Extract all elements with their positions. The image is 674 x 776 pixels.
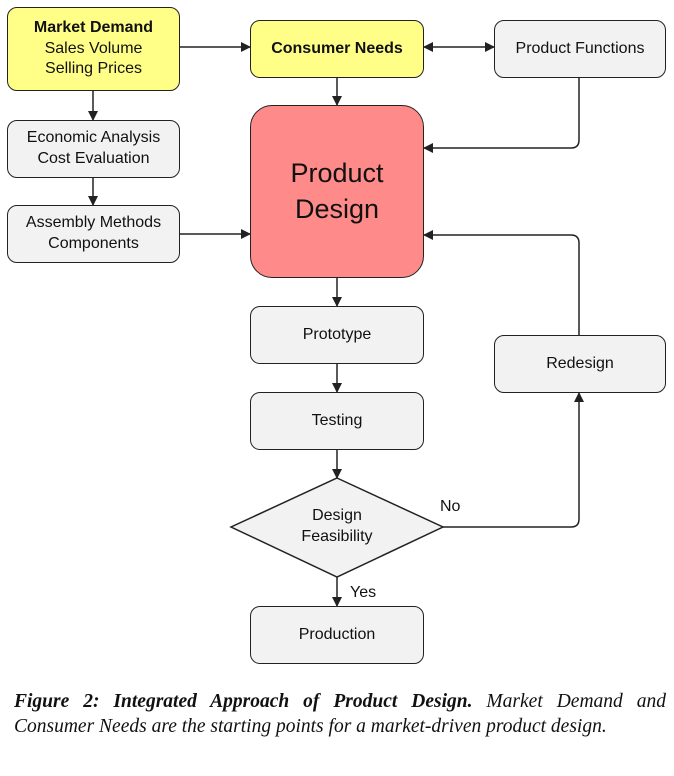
product-design-box: Product Design bbox=[250, 105, 424, 278]
prototype-label: Prototype bbox=[302, 325, 372, 343]
edge-label-yes: Yes bbox=[350, 584, 377, 601]
caption-text: Market Demand and Consumer Needs are the… bbox=[14, 691, 666, 737]
economic-analysis-line1: Economic Analysis bbox=[26, 129, 161, 147]
testing-label: Testing bbox=[311, 411, 363, 429]
edge-label-no: No bbox=[440, 498, 461, 515]
market-demand-title: Market Demand bbox=[33, 18, 154, 36]
caption-bold: Figure 2: Integrated Approach of Product… bbox=[14, 691, 473, 712]
assembly-methods-line2: Components bbox=[48, 235, 139, 252]
product-functions-label: Product Functions bbox=[515, 39, 645, 57]
product-design-line1: Product bbox=[290, 158, 384, 189]
market-demand-line3: Selling Prices bbox=[45, 60, 142, 78]
design-feasibility-diamond bbox=[229, 477, 445, 578]
design-feasibility-text: Design Feasibility bbox=[267, 503, 407, 551]
production-label: Production bbox=[298, 625, 376, 643]
consumer-needs-box: Consumer Needs bbox=[250, 20, 424, 78]
connectors bbox=[88, 42, 584, 607]
economic-analysis-line2: Cost Evaluation bbox=[37, 150, 150, 167]
design-feasibility-line1: Design bbox=[312, 507, 362, 525]
flowchart: Market Demand Sales Volume Selling Price… bbox=[7, 7, 666, 664]
redesign-box: Redesign bbox=[494, 335, 666, 393]
arrow-functions-to-design bbox=[423, 78, 580, 153]
market-demand-line2: Sales Volume bbox=[44, 39, 143, 57]
design-feasibility-line2: Feasibility bbox=[301, 528, 373, 545]
product-functions-box: Product Functions bbox=[494, 20, 666, 78]
figure-caption: Figure 2: Integrated Approach of Product… bbox=[14, 690, 666, 740]
product-design-line2: Design bbox=[294, 193, 380, 224]
economic-analysis-box: Economic Analysis Cost Evaluation bbox=[7, 120, 180, 178]
market-demand-box: Market Demand Sales Volume Selling Price… bbox=[7, 7, 180, 91]
assembly-methods-line1: Assembly Methods bbox=[25, 214, 162, 232]
arrow-redesign-to-design bbox=[423, 230, 580, 335]
production-box: Production bbox=[250, 606, 424, 664]
testing-box: Testing bbox=[250, 392, 424, 450]
assembly-methods-box: Assembly Methods Components bbox=[7, 205, 180, 263]
redesign-label: Redesign bbox=[546, 354, 614, 372]
arrow-no-to-redesign bbox=[443, 392, 584, 528]
prototype-box: Prototype bbox=[250, 306, 424, 364]
consumer-needs-title: Consumer Needs bbox=[271, 39, 403, 57]
